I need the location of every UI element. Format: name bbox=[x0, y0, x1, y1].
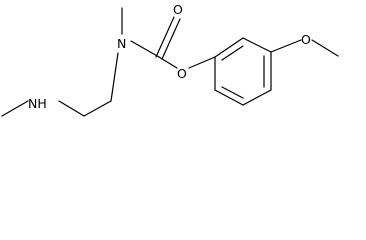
atom-label-n: N bbox=[117, 36, 126, 51]
atom-label-carbonyl-o: O bbox=[173, 2, 183, 17]
bond-carbonyl-double-b bbox=[161, 18, 181, 60]
carbamate-group bbox=[130, 16, 216, 69]
bond-ch2-ch2 bbox=[83, 100, 112, 117]
atom-label-methoxy-o: O bbox=[301, 32, 311, 47]
ring-bond-5 bbox=[214, 89, 244, 106]
bond-ring-methoxy-o bbox=[270, 39, 302, 53]
bond-ester-o-ring bbox=[188, 56, 216, 69]
bond-carbonyl-double-a bbox=[155, 16, 175, 58]
bond-nh-ch2 bbox=[58, 100, 85, 117]
ring-inner-bond-1 bbox=[221, 45, 244, 61]
amine-chain bbox=[1, 52, 119, 117]
benzene-ring bbox=[214, 37, 272, 106]
atom-label-nh: NH bbox=[28, 96, 47, 111]
structure-diagram: NH N O O O bbox=[1, 2, 339, 117]
bond-ch2-n bbox=[110, 52, 119, 102]
bond-methyl-nh bbox=[1, 100, 29, 117]
bond-carbon-ester-o bbox=[158, 56, 178, 69]
methoxy-group bbox=[270, 39, 339, 57]
atom-label-ester-o: O bbox=[177, 66, 187, 81]
ring-bond-1 bbox=[214, 37, 244, 58]
ring-bond-4 bbox=[242, 89, 272, 106]
bond-n-carbonyl-carbon bbox=[130, 40, 160, 58]
ring-inner-bond-3 bbox=[221, 86, 244, 99]
bond-methoxy-o-methyl bbox=[311, 39, 339, 57]
ring-bond-2 bbox=[242, 37, 272, 53]
